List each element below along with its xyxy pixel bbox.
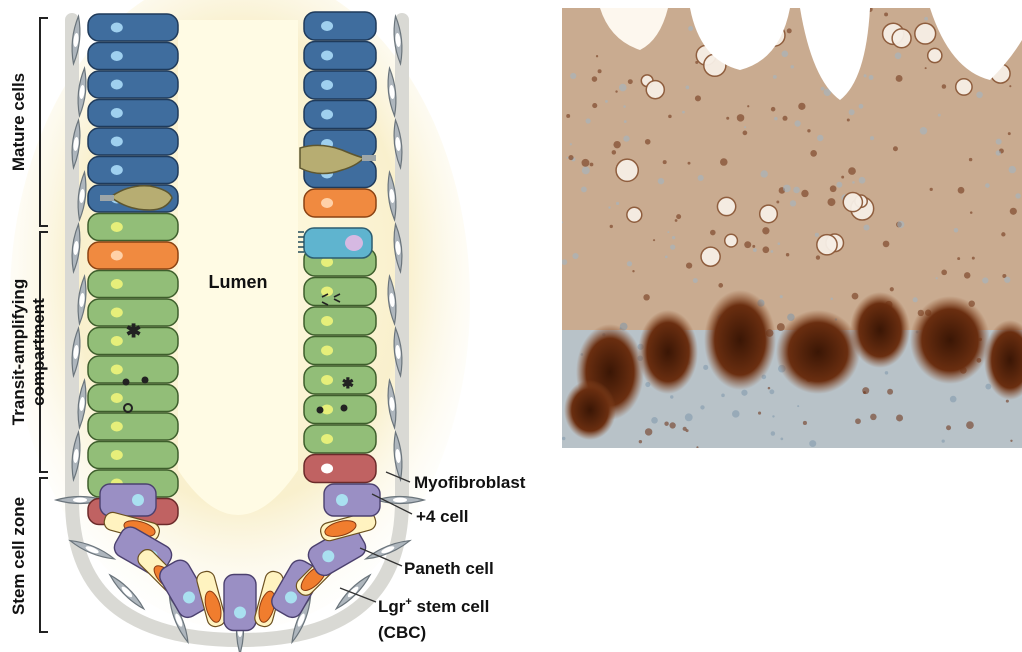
crypt-lumen (178, 20, 298, 515)
enteroendocrine-cell (88, 242, 178, 269)
mature-cell (304, 12, 376, 40)
svg-text:✱: ✱ (126, 321, 141, 342)
zone-label-mature: Mature cells (9, 73, 28, 171)
transit-amplifying-cell (88, 271, 178, 298)
enteroendocrine-cell (304, 189, 376, 217)
callout-myofibroblast: Myofibroblast (414, 473, 526, 492)
mature-cell (88, 71, 178, 98)
transit-amplifying-cell (88, 214, 178, 241)
transit-amplifying-cell (304, 337, 376, 365)
plus4-cell (304, 455, 376, 483)
transit-amplifying-cell (88, 442, 178, 469)
transit-amplifying-cell (304, 396, 376, 424)
mature-cell (304, 71, 376, 99)
svg-text:✱: ✱ (342, 376, 354, 392)
transit-amplifying-cell (304, 307, 376, 335)
transit-amplifying-cell (88, 356, 178, 383)
zone-label-transit-line2: compartment (29, 298, 48, 406)
transit-amplifying-cell (304, 425, 376, 453)
lgr-stem-cell (100, 484, 156, 516)
lumen-label: Lumen (208, 272, 267, 292)
mature-cell (88, 43, 178, 70)
callout-lgr-stem-cell: Lgr+ stem cell (378, 596, 489, 616)
mature-cell (88, 100, 178, 127)
transit-amplifying-cell (88, 413, 178, 440)
callout-paneth-cell: Paneth cell (404, 559, 494, 578)
callout-plus4-cell: +4 cell (416, 507, 468, 526)
mature-cell (88, 14, 178, 41)
lgr-stem-cell (324, 484, 380, 516)
tuft-cell-right (298, 228, 372, 258)
mature-cell (88, 128, 178, 155)
lgr-stem-cell (224, 575, 256, 631)
ihc-micrograph (561, 5, 1022, 448)
mature-cell (304, 42, 376, 70)
crypt-diagram: ✱ ✱ (10, 0, 470, 652)
epithelial-column-left (88, 14, 178, 525)
mature-cell (304, 101, 376, 129)
zone-label-stem: Stem cell zone (9, 497, 28, 615)
transit-amplifying-cell (88, 385, 178, 412)
bracket-stem (40, 478, 48, 632)
callout-cbc: (CBC) (378, 623, 426, 642)
mature-cell (88, 157, 178, 184)
transit-amplifying-cell (304, 366, 376, 394)
zone-label-transit: Transit-amplifying (9, 279, 28, 425)
